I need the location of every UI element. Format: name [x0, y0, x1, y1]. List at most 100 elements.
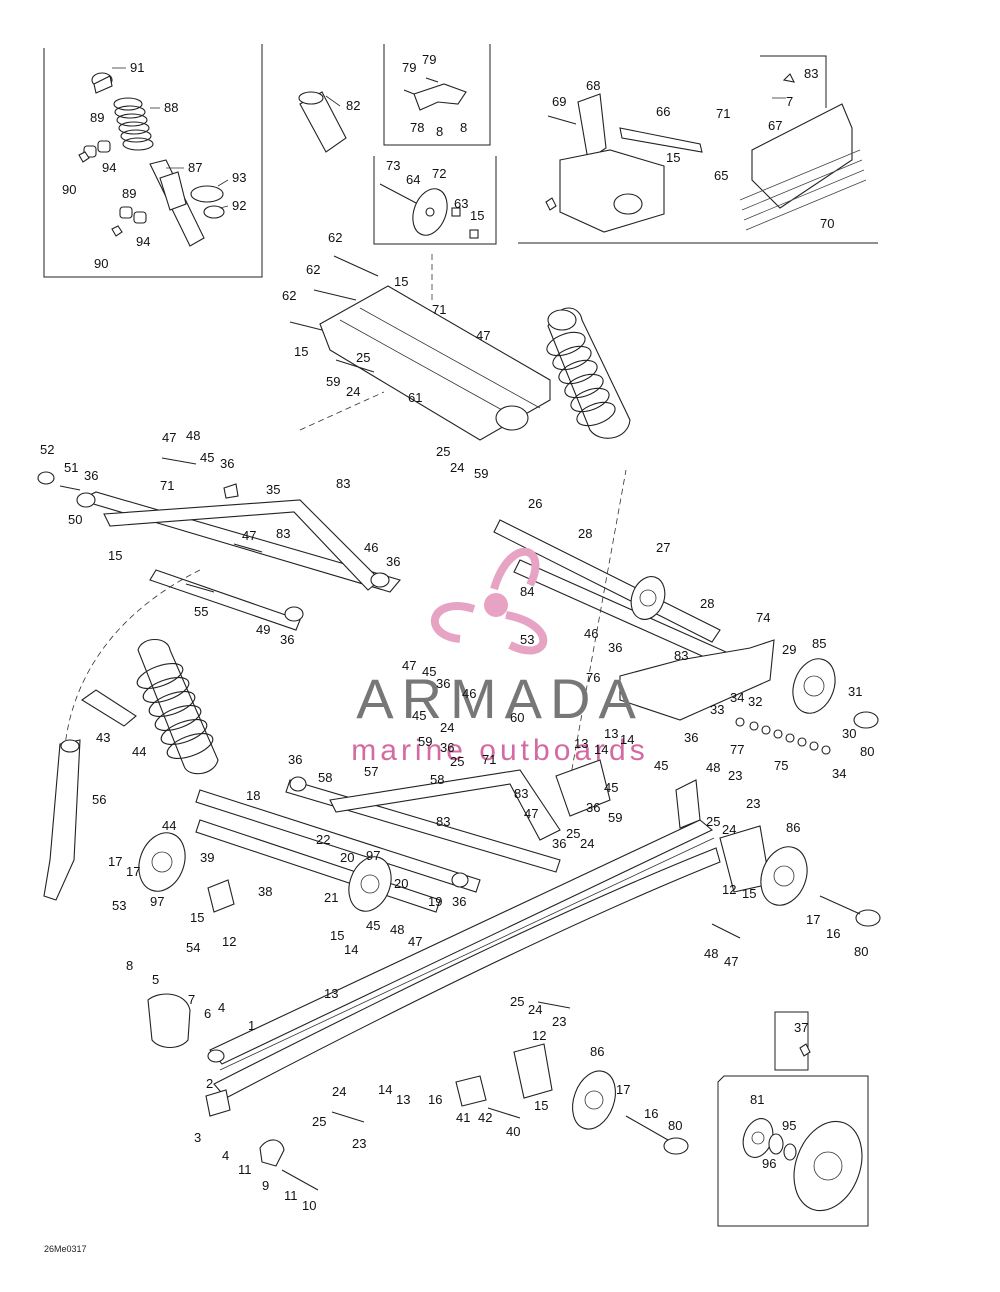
callout-number: 8: [460, 120, 467, 135]
callout-number: 24: [440, 720, 454, 735]
callout-number: 53: [112, 898, 126, 913]
callout-number: 71: [716, 106, 730, 121]
callout-number: 75: [774, 758, 788, 773]
callout-number: 14: [378, 1082, 392, 1097]
callout-number: 76: [586, 670, 600, 685]
callout-number: 85: [812, 636, 826, 651]
callout-number: 25: [312, 1114, 326, 1129]
callout-number: 25: [566, 826, 580, 841]
callout-number: 20: [340, 850, 354, 865]
callout-number: 80: [668, 1118, 682, 1133]
callout-number: 17: [616, 1082, 630, 1097]
callout-number: 55: [194, 604, 208, 619]
callout-number: 22: [316, 832, 330, 847]
callout-number: 36: [586, 800, 600, 815]
callout-number: 96: [762, 1156, 776, 1171]
callout-number: 38: [258, 884, 272, 899]
callout-number: 36: [220, 456, 234, 471]
callout-number: 47: [476, 328, 490, 343]
callout-number: 89: [122, 186, 136, 201]
callout-number: 66: [656, 104, 670, 119]
callout-number: 31: [848, 684, 862, 699]
callout-number: 23: [352, 1136, 366, 1151]
callout-number: 39: [200, 850, 214, 865]
callout-number: 45: [366, 918, 380, 933]
callout-labels: 91 88 89 94 90 87 93 92 89 94 90 82 79 7…: [40, 52, 874, 1213]
callout-number: 45: [422, 664, 436, 679]
callout-number: 24: [580, 836, 594, 851]
callout-number: 71: [432, 302, 446, 317]
callout-number: 33: [710, 702, 724, 717]
callout-number: 7: [188, 992, 195, 1007]
callout-number: 67: [768, 118, 782, 133]
drawing-code: 26Me0317: [44, 1244, 87, 1254]
callout-number: 78: [410, 120, 424, 135]
callout-number: 62: [306, 262, 320, 277]
callout-number: 13: [396, 1092, 410, 1107]
callout-number: 14: [344, 942, 358, 957]
propeller-logo: [430, 547, 548, 655]
callout-number: 58: [430, 772, 444, 787]
callout-number: 50: [68, 512, 82, 527]
callout-number: 56: [92, 792, 106, 807]
callout-number: 36: [280, 632, 294, 647]
callout-number: 62: [328, 230, 342, 245]
callout-number: 5: [152, 972, 159, 987]
callout-number: 26: [528, 496, 542, 511]
callout-number: 71: [482, 752, 496, 767]
callout-number: 70: [820, 216, 834, 231]
callout-number: 36: [288, 752, 302, 767]
callout-number: 48: [390, 922, 404, 937]
callout-number: 53: [520, 632, 534, 647]
callout-number: 89: [90, 110, 104, 125]
callout-number: 1: [248, 1018, 255, 1033]
callout-number: 43: [96, 730, 110, 745]
callout-number: 14: [620, 732, 634, 747]
callout-number: 17: [806, 912, 820, 927]
callout-number: 36: [436, 676, 450, 691]
callout-number: 23: [746, 796, 760, 811]
callout-number: 8: [436, 124, 443, 139]
callout-number: 16: [428, 1092, 442, 1107]
callout-number: 79: [422, 52, 436, 67]
callout-number: 24: [346, 384, 360, 399]
callout-number: 24: [450, 460, 464, 475]
callout-number: 63: [454, 196, 468, 211]
callout-number: 52: [40, 442, 54, 457]
callout-number: 15: [534, 1098, 548, 1113]
callout-number: 13: [574, 736, 588, 751]
callout-number: 80: [860, 744, 874, 759]
callout-number: 83: [336, 476, 350, 491]
callout-number: 45: [604, 780, 618, 795]
callout-number: 3: [194, 1130, 201, 1145]
callout-number: 28: [578, 526, 592, 541]
inset-72-part: [379, 183, 479, 239]
callout-number: 12: [532, 1028, 546, 1043]
callout-number: 69: [552, 94, 566, 109]
front-upper-arm: [37, 457, 401, 631]
callout-number: 45: [654, 758, 668, 773]
callout-number: 7: [786, 94, 793, 109]
callout-number: 15: [470, 208, 484, 223]
callout-number: 15: [666, 150, 680, 165]
callout-number: 4: [222, 1148, 229, 1163]
callout-number: 61: [408, 390, 422, 405]
watermark-tagline: marine outboards: [351, 734, 648, 767]
callout-number: 25: [356, 350, 370, 365]
callout-number: 59: [418, 734, 432, 749]
callout-number: 77: [730, 742, 744, 757]
callout-number: 47: [402, 658, 416, 673]
shock-inset-parts: [78, 67, 229, 247]
callout-number: 2: [206, 1076, 213, 1091]
inset-65-part: [545, 73, 867, 233]
callout-number: 36: [452, 894, 466, 909]
callout-number: 51: [64, 460, 78, 475]
callout-number: 16: [644, 1106, 658, 1121]
callout-number: 36: [608, 640, 622, 655]
callout-number: 29: [782, 642, 796, 657]
inset-82-part: [298, 91, 347, 153]
callout-number: 47: [724, 954, 738, 969]
callout-number: 18: [246, 788, 260, 803]
callout-number: 68: [586, 78, 600, 93]
